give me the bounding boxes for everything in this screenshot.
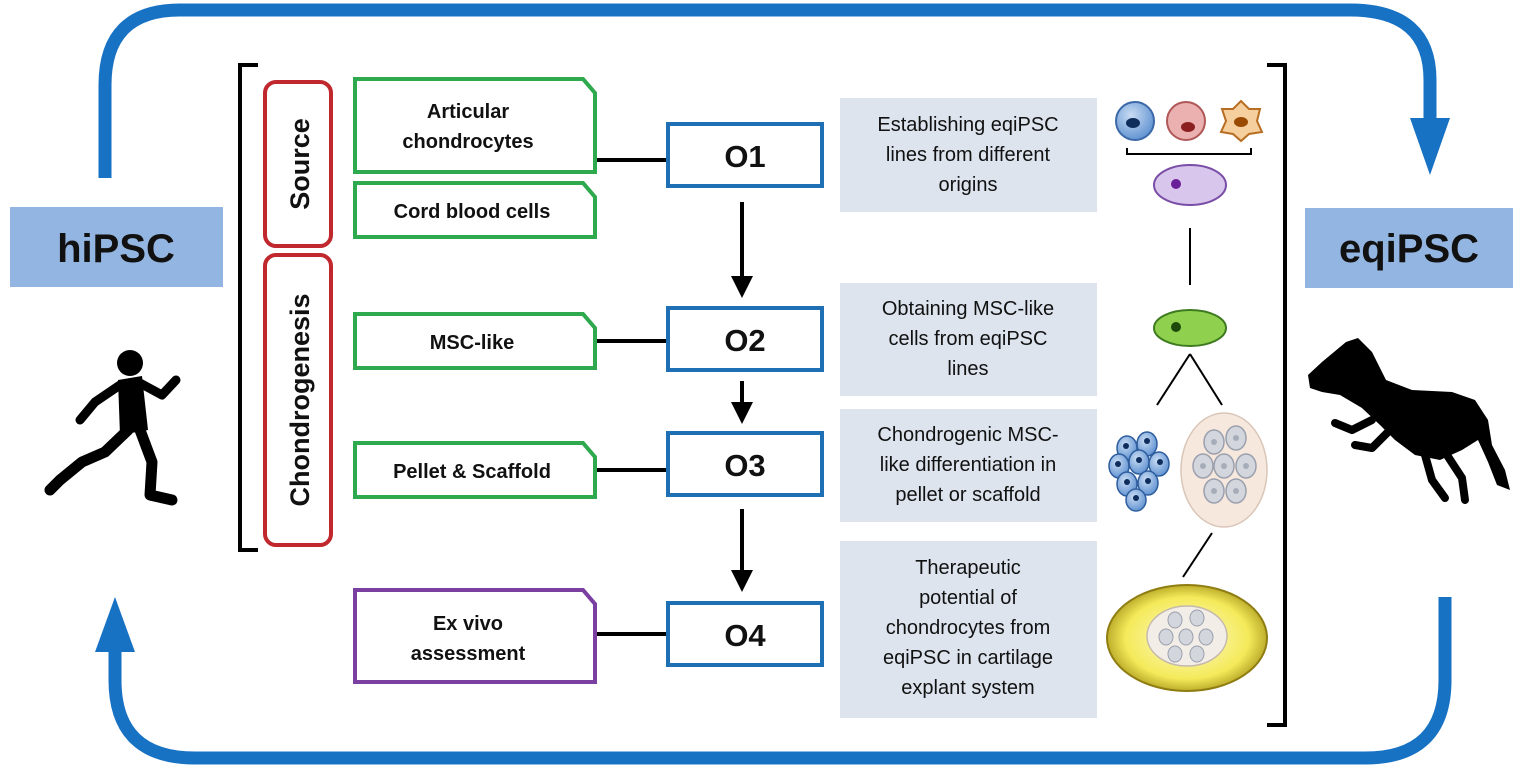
description-o1-line-2: lines from different	[886, 144, 1051, 166]
input-connectors	[597, 158, 668, 636]
cord-blood-label: Cord blood cells	[394, 201, 551, 223]
description-o1-line-1: Establishing eqiPSC	[877, 114, 1058, 136]
runner-silhouette-icon	[44, 350, 181, 506]
cord-blood-cells-box: Cord blood cells	[353, 181, 597, 239]
description-o2-line-3: lines	[947, 358, 988, 380]
ex-vivo-line-1: Ex vivo	[433, 613, 503, 635]
jumping-horse-silhouette-icon	[1308, 338, 1510, 504]
source-group-box: Source	[263, 80, 333, 248]
eqipsc-cell-icon	[1153, 164, 1227, 206]
source-label: Source	[285, 118, 315, 210]
objective-o3-label: O3	[724, 448, 765, 483]
description-o3-line-3: pellet or scaffold	[895, 484, 1040, 506]
pellet-scaffold-label: Pellet & Scaffold	[393, 461, 551, 483]
pellet-scaffold-box: Pellet & Scaffold	[353, 441, 597, 499]
objective-o4-box: O4	[666, 601, 824, 667]
ex-vivo-assessment-box: Ex vivo assessment	[353, 588, 597, 684]
flow-arrow-o1-o2	[731, 202, 753, 298]
connector-msc-scaffold	[1189, 353, 1223, 406]
objective-o1-box: O1	[666, 122, 824, 188]
description-o4-line-2: potential of	[919, 587, 1017, 609]
cycle-arrow-bottom	[95, 597, 1452, 765]
objective-o3-box: O3	[666, 431, 824, 497]
description-o4-line-4: eqiPSC in cartilage	[883, 647, 1053, 669]
chondrogenesis-group-box: Chondrogenesis	[263, 253, 333, 547]
flow-arrow-o3-o4	[731, 509, 753, 592]
description-o3-line-1: Chondrogenic MSC-	[877, 424, 1058, 446]
description-o1-box: Establishing eqiPSC lines from different…	[840, 98, 1097, 212]
articular-line-2: chondrocytes	[402, 131, 533, 153]
articular-chondrocytes-box: Articular chondrocytes	[353, 77, 597, 174]
description-o4-line-5: explant system	[901, 677, 1034, 699]
msc-like-cell-icon	[1153, 309, 1227, 347]
articular-line-1: Articular	[427, 101, 509, 123]
description-o2-line-2: cells from eqiPSC	[889, 328, 1048, 350]
description-o4-line-1: Therapeutic	[915, 557, 1021, 579]
description-o3-box: Chondrogenic MSC- like differentiation i…	[840, 409, 1097, 522]
chondrogenesis-label: Chondrogenesis	[285, 293, 315, 506]
connector-scaffold-explant	[1182, 532, 1213, 578]
ex-vivo-line-2: assessment	[411, 643, 526, 665]
objective-o4-label: O4	[724, 618, 766, 653]
description-o2-line-1: Obtaining MSC-like	[882, 298, 1054, 320]
eqipsc-label: eqiPSC	[1339, 227, 1479, 271]
eqipsc-label-box: eqiPSC	[1305, 208, 1513, 288]
scaffold-cells-icon	[1180, 412, 1268, 528]
description-o1-line-3: origins	[939, 174, 998, 196]
msc-like-label: MSC-like	[430, 332, 514, 354]
objective-o1-label: O1	[724, 139, 765, 174]
description-o4-box: Therapeutic potential of chondrocytes fr…	[840, 541, 1097, 718]
hipsc-label: hiPSC	[57, 227, 175, 271]
left-bracket	[238, 63, 258, 552]
msc-like-box: MSC-like	[353, 312, 597, 370]
connector-msc-pellet	[1156, 353, 1191, 406]
source-cells-icon	[1115, 99, 1264, 143]
objective-o2-label: O2	[724, 323, 765, 358]
description-o3-line-2: like differentiation in	[880, 454, 1056, 476]
cartilage-explant-icon	[1106, 584, 1268, 692]
objective-o2-box: O2	[666, 306, 824, 372]
pellet-cells-icon	[1108, 431, 1170, 512]
flow-arrow-o2-o3	[731, 381, 753, 424]
hipsc-label-box: hiPSC	[10, 207, 223, 287]
cells-merge-bracket	[1126, 148, 1252, 155]
description-o4-line-3: chondrocytes from	[886, 617, 1051, 639]
description-o2-box: Obtaining MSC-like cells from eqiPSC lin…	[840, 283, 1097, 396]
cycle-arrow-top	[98, 3, 1450, 178]
right-bracket	[1267, 63, 1287, 727]
